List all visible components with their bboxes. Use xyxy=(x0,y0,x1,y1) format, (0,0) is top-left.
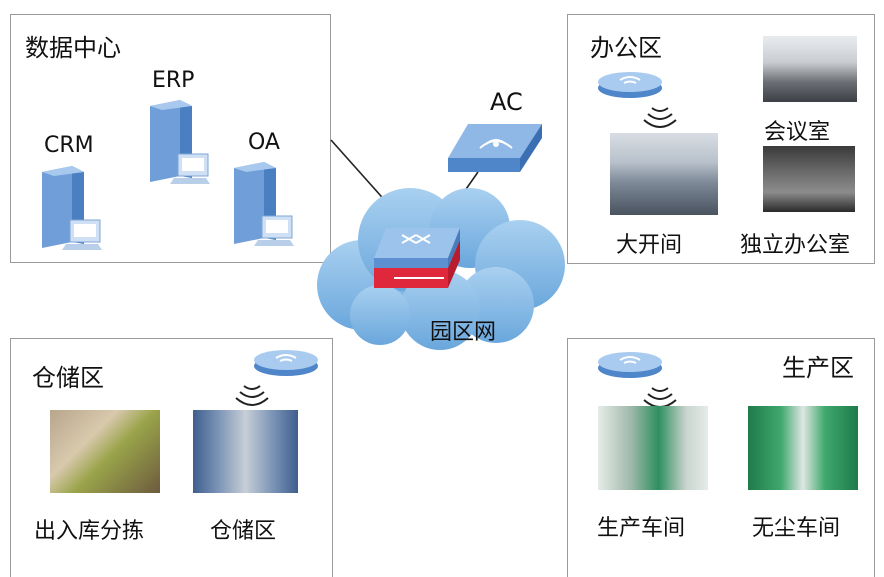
ac-label: AC xyxy=(490,88,523,116)
sorting-photo xyxy=(50,410,160,493)
production-title: 生产区 xyxy=(782,354,854,382)
wireless-ap-icon xyxy=(598,72,677,128)
meeting-room-label: 会议室 xyxy=(764,120,831,145)
server-icon xyxy=(150,100,210,184)
wireless-ap-icon xyxy=(598,352,677,408)
open-office-photo xyxy=(610,133,718,215)
server-label-oa: OA xyxy=(248,130,280,155)
server-icon xyxy=(42,166,102,250)
wireless-controller-icon xyxy=(448,124,542,172)
core-switch-icon xyxy=(374,228,460,288)
office-title: 办公区 xyxy=(590,34,662,62)
warehouse-title: 仓储区 xyxy=(32,364,104,392)
storage-label: 仓储区 xyxy=(210,519,277,544)
private-office-label: 独立办公室 xyxy=(740,233,851,258)
storage-photo xyxy=(193,410,298,493)
server-label-erp: ERP xyxy=(152,68,195,93)
sorting-label: 出入库分拣 xyxy=(34,519,145,544)
campus-network-label: 园区网 xyxy=(430,320,497,345)
wireless-ap-icon xyxy=(235,350,318,406)
datacenter-title: 数据中心 xyxy=(25,34,121,62)
server-label-crm: CRM xyxy=(44,133,94,158)
private-office-photo xyxy=(763,146,855,212)
cleanroom-label: 无尘车间 xyxy=(752,516,841,541)
open-office-label: 大开间 xyxy=(616,233,683,258)
cleanroom-photo xyxy=(748,406,858,490)
workshop-photo xyxy=(598,406,708,490)
workshop-label: 生产车间 xyxy=(597,516,686,541)
server-icon xyxy=(234,162,294,246)
meeting-room-photo xyxy=(763,36,857,102)
